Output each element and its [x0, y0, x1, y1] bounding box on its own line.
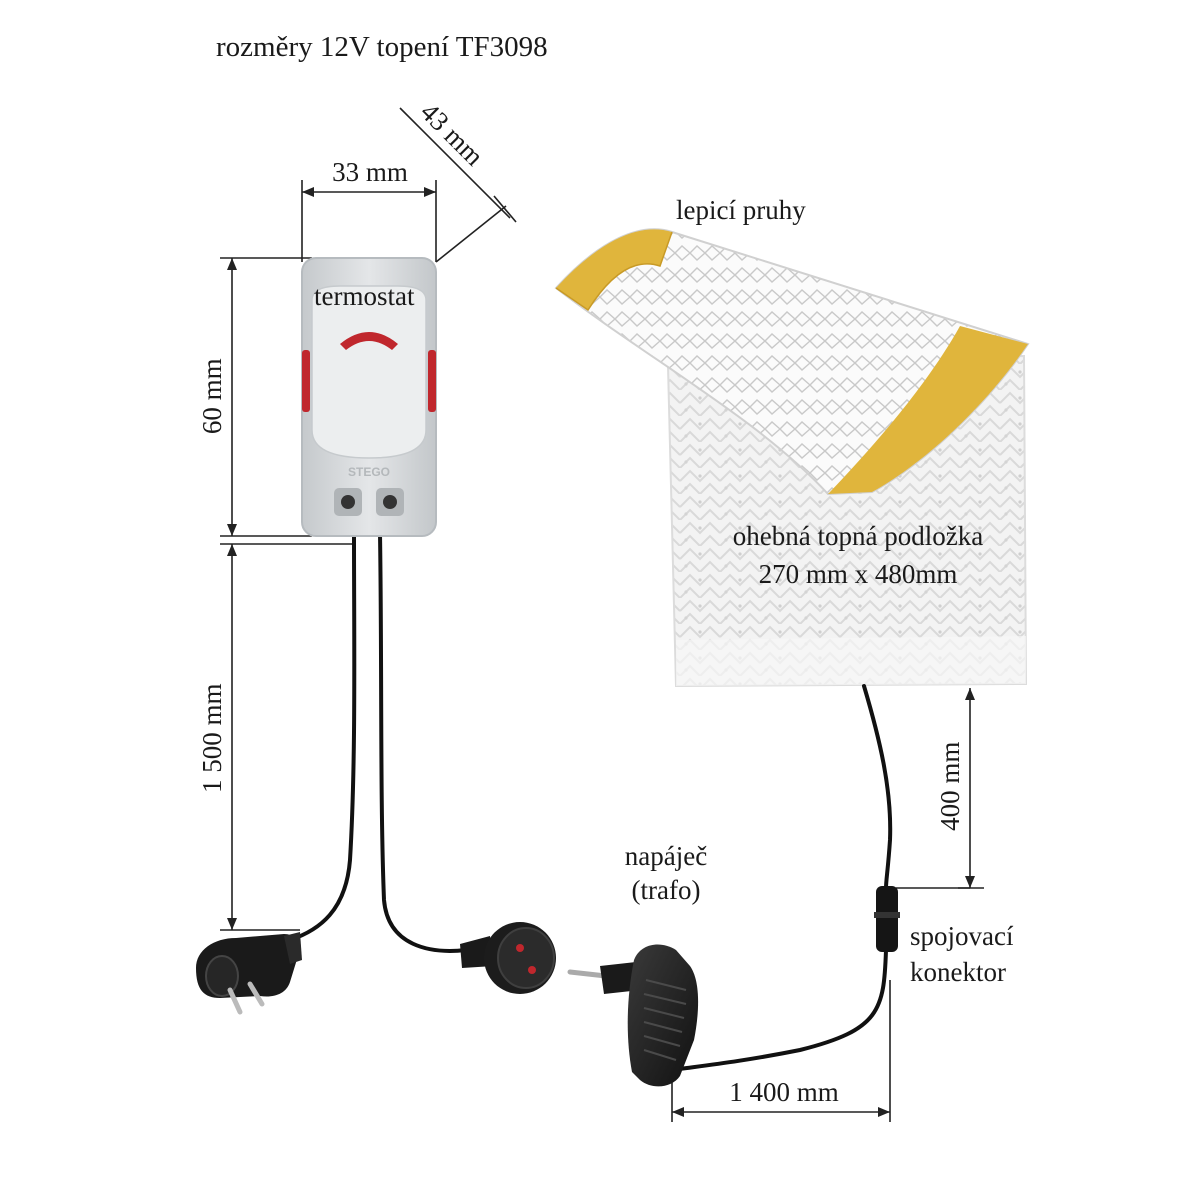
thermostat: STEGO: [301, 257, 437, 537]
red-clip: [302, 350, 310, 412]
terminal-screw: [341, 495, 355, 509]
power-adapter: [567, 944, 699, 1087]
thermostat-height-label: 60 mm: [196, 358, 227, 435]
cables: [288, 532, 893, 1072]
connector-label-line1: spojovací: [910, 921, 1014, 951]
thermostat-width-label: 33 mm: [332, 157, 408, 187]
thermostat-brand: STEGO: [348, 465, 390, 479]
adapter-label-line2: (trafo): [631, 875, 701, 905]
pad-cable-length-label: 400 mm: [934, 741, 965, 831]
diagram-title: rozměry 12V topení TF3098: [216, 31, 548, 63]
adapter-label-line1: napáječ: [624, 841, 708, 871]
heating-pad-name: ohebná topná podložka: [732, 521, 984, 551]
connector-label-line2: konektor: [910, 957, 1006, 987]
terminal-screw: [383, 495, 397, 509]
adapter-cable-length-label: 1 400 mm: [729, 1077, 839, 1107]
temperature-dial: [340, 332, 398, 350]
adhesive-strip: [828, 326, 1028, 494]
thermostat-cable-length-label: 1 500 mm: [196, 683, 227, 793]
power-socket: [460, 922, 556, 994]
heating-pad-size: 270 mm x 480mm: [758, 559, 958, 589]
power-plug: [196, 932, 302, 1015]
adhesive-strip: [556, 229, 672, 310]
thermostat-label: termostat: [314, 281, 415, 311]
red-clip: [428, 350, 436, 412]
heating-pad: [554, 228, 1030, 688]
cable-connector: [874, 886, 900, 952]
dimension-lines: [220, 107, 984, 1122]
adhesive-strips-label: lepicí pruhy: [676, 195, 806, 225]
depth-dimension-line: [435, 205, 507, 263]
